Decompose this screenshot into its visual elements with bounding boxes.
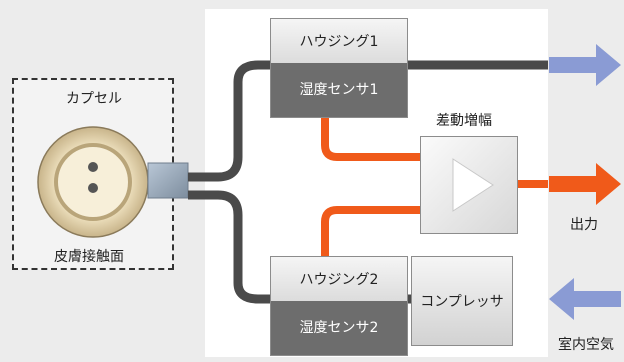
- capsule-inner-ring: [54, 143, 132, 221]
- play-triangle-icon: [452, 158, 494, 212]
- housing1-block: ハウジング1 湿度センサ1: [270, 18, 408, 118]
- capsule-connector: [147, 162, 189, 199]
- exhaust-arrow-icon: [549, 44, 621, 86]
- housing2-label: ハウジング2: [299, 272, 379, 288]
- humidity-sensor2-label: 湿度センサ2: [299, 320, 379, 336]
- compressor-label: コンプレッサ: [420, 294, 504, 310]
- output-arrow-icon: [549, 163, 621, 205]
- humidity-sensor1-label: 湿度センサ1: [299, 82, 379, 98]
- pipe-to-housing2: [188, 190, 270, 304]
- capsule-label: カプセル: [66, 91, 122, 107]
- signal-line-sensor1: [321, 118, 420, 161]
- output-label: 出力: [570, 217, 598, 233]
- compressor-block: コンプレッサ: [411, 256, 513, 346]
- intake-arrow-icon: [549, 278, 621, 320]
- capsule-hole-bottom: [88, 183, 98, 193]
- capsule-hole-top: [88, 162, 98, 172]
- amplifier-label: 差動増幅: [436, 113, 492, 129]
- room-air-label: 室内空気: [558, 337, 614, 353]
- signal-line-sensor2: [321, 206, 420, 256]
- housing1-label: ハウジング1: [299, 34, 379, 50]
- amplifier-block: [420, 136, 518, 234]
- skin-contact-surface-label: 皮膚接触面: [54, 249, 124, 265]
- housing2-block: ハウジング2 湿度センサ2: [270, 256, 408, 356]
- pipe-to-housing1: [188, 60, 270, 182]
